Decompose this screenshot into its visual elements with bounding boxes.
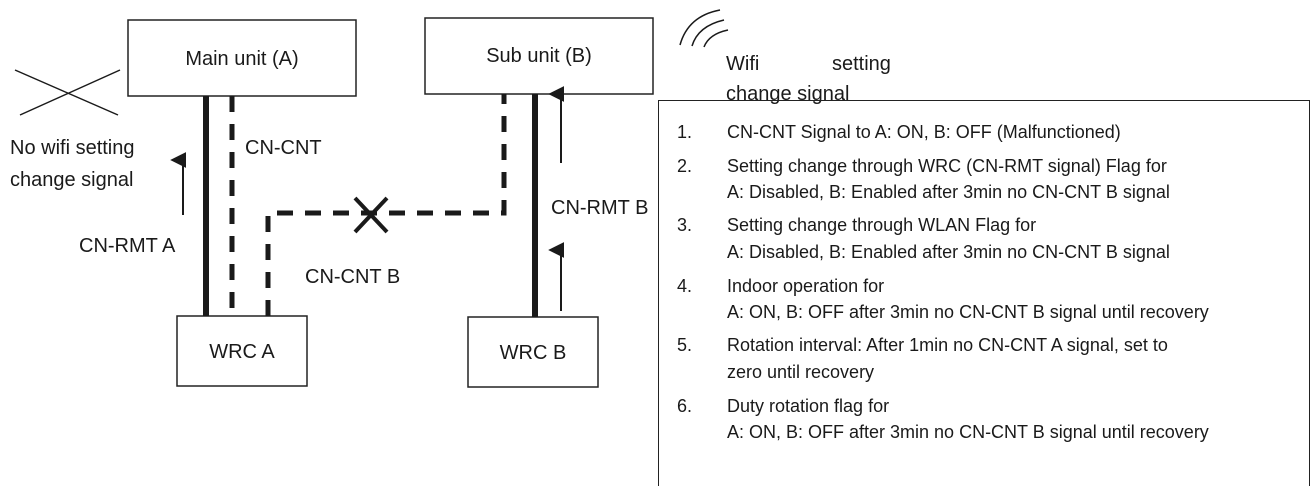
note-text: Setting change through WRC (CN-RMT signa… <box>727 156 1167 176</box>
note-text: zero until recovery <box>727 362 875 382</box>
note-text: CN-CNT Signal to A: ON, B: OFF (Malfunct… <box>727 122 1121 142</box>
setting-label-word: setting <box>832 53 891 75</box>
note-text: A: Disabled, B: Enabled after 3min no CN… <box>727 182 1170 202</box>
note-text: Rotation interval: After 1min no CN-CNT … <box>727 335 1168 355</box>
note-number: 1. <box>677 122 693 142</box>
main-unit-label: Main unit (A) <box>185 48 298 70</box>
wrc-a-node: WRC A <box>176 315 308 387</box>
no-wifi-x-mark-icon <box>14 69 121 116</box>
note-text: A: ON, B: OFF after 3min no CN-CNT B sig… <box>727 302 1209 322</box>
note-number: 5. <box>677 335 693 355</box>
wifi-signal-icon <box>679 9 729 48</box>
wifi-label-word: Wifi <box>726 53 759 75</box>
cn-cnt-b-label: CN-CNT B <box>305 266 400 288</box>
cn-rmt-a-label: CN-RMT A <box>79 235 176 257</box>
note-text: Setting change through WLAN Flag for <box>727 215 1037 235</box>
no-wifi-label-line1: No wifi setting <box>10 137 135 159</box>
note-number: 6. <box>677 396 693 416</box>
wifi-label-line2: change signal <box>726 83 849 105</box>
notes-panel: 1. CN-CNT Signal to A: ON, B: OFF (Malfu… <box>658 100 1310 486</box>
wrc-a-label: WRC A <box>209 341 275 363</box>
note-text: A: Disabled, B: Enabled after 3min no CN… <box>727 242 1170 262</box>
main-unit-node: Main unit (A) <box>127 19 357 97</box>
note-text: A: ON, B: OFF after 3min no CN-CNT B sig… <box>727 422 1209 442</box>
cn-rmt-b-label: CN-RMT B <box>551 197 648 219</box>
wrc-b-node: WRC B <box>467 316 599 388</box>
sub-unit-label: Sub unit (B) <box>486 45 592 67</box>
note-number: 3. <box>677 215 693 235</box>
note-text: Indoor operation for <box>727 276 885 296</box>
no-wifi-label-line2: change signal <box>10 169 133 191</box>
cn-cnt-label: CN-CNT <box>245 137 322 159</box>
broken-x-mark-icon <box>353 196 389 234</box>
note-text: Duty rotation flag for <box>727 396 890 416</box>
note-number: 2. <box>677 156 693 176</box>
note-number: 4. <box>677 276 693 296</box>
cn-cnt-b-line <box>265 94 507 316</box>
sub-unit-node: Sub unit (B) <box>424 17 654 95</box>
wrc-b-label: WRC B <box>500 342 567 364</box>
